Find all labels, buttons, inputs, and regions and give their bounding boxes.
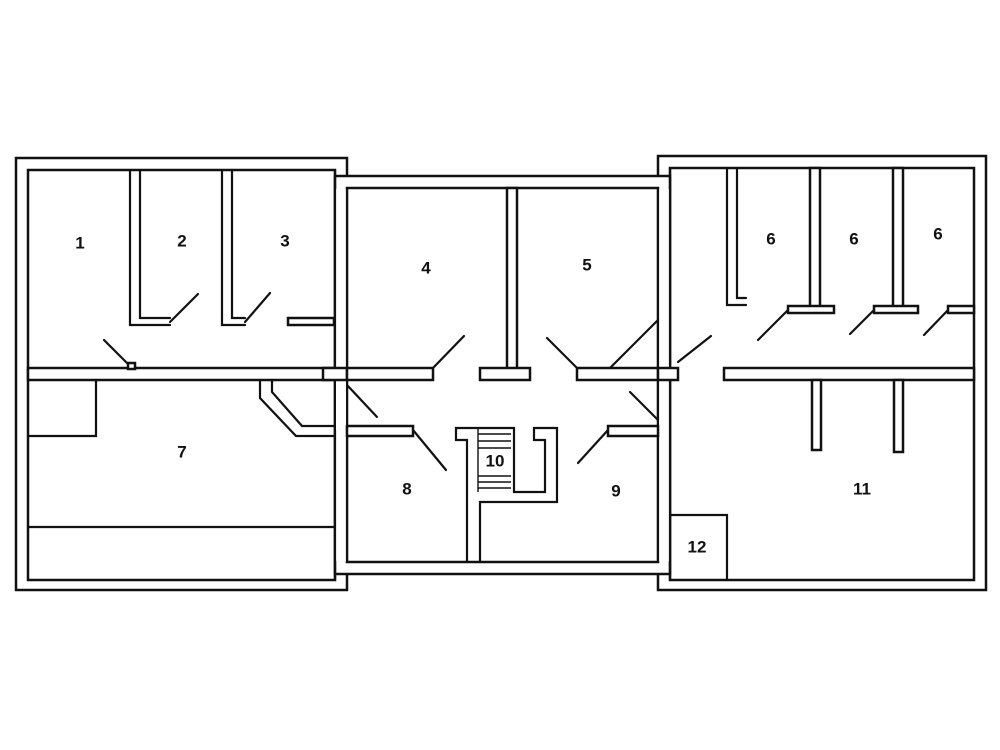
room-label-6b: 6 xyxy=(849,229,858,248)
door-hall-east xyxy=(676,334,713,364)
room-label-11: 11 xyxy=(853,479,871,498)
right-wing-interior xyxy=(656,166,976,582)
room-label-1: 1 xyxy=(75,233,84,252)
corridor-wall-left xyxy=(26,366,337,382)
partition-1-2 xyxy=(128,168,172,327)
left-wing-interior xyxy=(26,168,349,529)
corridor-wall-4 xyxy=(345,366,435,382)
corridor-wall-right-b xyxy=(722,366,976,382)
door-6a xyxy=(756,308,790,342)
door-hall-right xyxy=(628,390,660,422)
door-hall-left xyxy=(345,383,379,419)
room-label-12: 12 xyxy=(688,537,707,556)
corridor-wall-right-a xyxy=(656,366,680,382)
door-3 xyxy=(243,291,272,324)
room-labels: 1 2 3 4 5 6 6 6 7 8 9 10 11 12 xyxy=(75,224,942,556)
room-label-8: 8 xyxy=(402,479,411,498)
middle-interior xyxy=(345,186,660,564)
partition-6c-foot xyxy=(872,304,920,315)
pillar-11a xyxy=(810,378,823,452)
partition-2-3 xyxy=(220,168,247,327)
door-2 xyxy=(168,292,200,324)
room-label-2: 2 xyxy=(177,231,186,250)
room-label-4: 4 xyxy=(421,258,431,277)
door-5 xyxy=(545,336,579,370)
partition-6b xyxy=(808,166,822,310)
door-6b xyxy=(848,308,876,336)
door-1 xyxy=(102,338,132,368)
door-9 xyxy=(576,428,610,465)
room-label-3: 3 xyxy=(280,231,289,250)
corridor-stub-left xyxy=(321,366,349,382)
wall-8-top xyxy=(345,424,415,438)
partition-6c xyxy=(891,166,905,310)
door-4 xyxy=(431,334,466,370)
wall-9-top xyxy=(606,424,660,438)
partition-6a xyxy=(725,166,748,307)
partition-6b-foot xyxy=(786,304,836,315)
door-5b xyxy=(608,318,660,370)
door-1-stop xyxy=(126,361,137,371)
partition-4-5-foot xyxy=(478,366,532,382)
door-8 xyxy=(411,428,448,472)
pillar-11b xyxy=(892,378,905,454)
partition-4-5 xyxy=(505,186,519,372)
room-label-6c: 6 xyxy=(933,224,942,243)
room-label-6a: 6 xyxy=(766,229,775,248)
door-6c xyxy=(922,308,950,337)
stair-core xyxy=(454,426,559,564)
corridor-wall-5 xyxy=(575,366,660,382)
stair-treads xyxy=(477,428,511,492)
room-label-5: 5 xyxy=(582,255,591,274)
room-label-9: 9 xyxy=(611,481,620,500)
stub-6c xyxy=(946,304,976,315)
closet-12 xyxy=(668,513,729,582)
closet-7 xyxy=(26,378,98,438)
room-label-7: 7 xyxy=(177,442,186,461)
stub-wall-3 xyxy=(286,316,336,327)
angled-wall-7 xyxy=(258,378,337,438)
room-label-10: 10 xyxy=(486,451,505,470)
